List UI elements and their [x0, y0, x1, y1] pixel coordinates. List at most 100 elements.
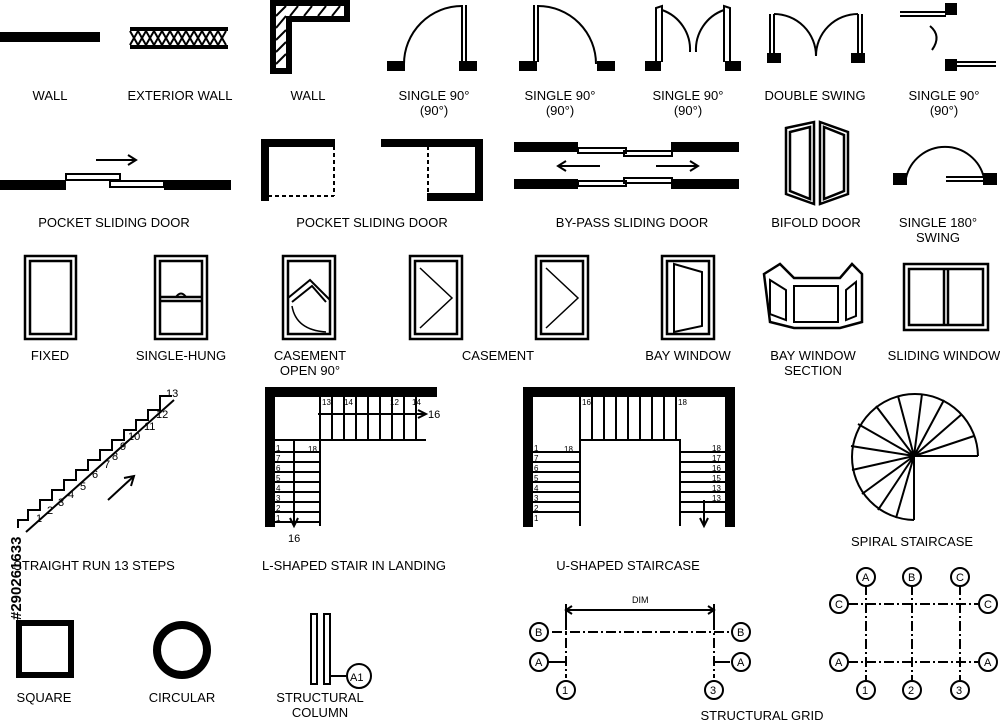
l-top-num: 14 — [412, 398, 421, 407]
label-bay-window: BAY WINDOW — [645, 348, 731, 363]
u-left-num: 1 — [534, 444, 539, 453]
label-sliding-window: SLIDING WINDOW — [887, 348, 1000, 363]
label-line: (90°) — [419, 103, 449, 118]
u-right-num: 16 — [712, 464, 721, 473]
u-right-num: 18 — [712, 444, 721, 453]
stair-num: 10 — [128, 431, 140, 443]
label-circular: CIRCULAR — [148, 690, 216, 705]
stair-num: 5 — [80, 481, 86, 493]
l-side-num: 4 — [276, 484, 281, 493]
stair-spiral — [850, 393, 979, 521]
label-line: SWING — [915, 230, 961, 245]
u-left-num: 4 — [534, 484, 539, 493]
l-top-num: 12 — [390, 398, 399, 407]
stair-u-shaped — [523, 387, 735, 529]
label-single-90-b: SINGLE 90°(90°) — [525, 88, 596, 118]
stair-num: 12 — [156, 409, 168, 421]
grid1-marker: B — [535, 627, 542, 639]
label-line: (90°) — [545, 103, 575, 118]
u-left-num: 6 — [534, 464, 539, 473]
u-right-num: 15 — [712, 474, 721, 483]
label-wall: WALL — [32, 88, 68, 103]
door-single-180 — [893, 145, 997, 185]
label-line: CASEMENT — [273, 348, 347, 363]
label-l-shaped: L-SHAPED STAIR IN LANDING — [262, 558, 446, 573]
label-line: (90°) — [673, 103, 703, 118]
label-square: SQUARE — [16, 690, 72, 705]
door-single-90-b — [519, 5, 615, 71]
label-line: SECTION — [784, 363, 842, 378]
u-left-num: 7 — [534, 454, 539, 463]
column-tag: A1 — [350, 672, 363, 684]
stair-num: 4 — [68, 489, 74, 501]
dim-label: DIM — [632, 595, 649, 605]
grid2-marker: 3 — [956, 685, 962, 697]
label-single-180: SINGLE 180°SWING — [899, 215, 977, 245]
window-bay-section — [762, 262, 864, 330]
l-side-num: 6 — [276, 464, 281, 473]
grid1-marker: A — [535, 657, 543, 669]
door-single-90-d — [900, 3, 996, 71]
stair-top-number: 13 — [166, 388, 178, 400]
label-double-swing: DOUBLE SWING — [764, 88, 866, 103]
column-circular — [153, 621, 211, 679]
label-structural-grid: STRUCTURAL GRID — [700, 708, 824, 723]
exterior-wall-symbol — [129, 27, 228, 49]
u-left-num: 2 — [534, 504, 539, 513]
label-line: BAY WINDOW — [770, 348, 856, 363]
wall-symbol — [0, 32, 100, 42]
label-line: SINGLE 180° — [898, 215, 978, 230]
stair-num: 6 — [92, 469, 98, 481]
structural-grid-2 — [829, 567, 998, 700]
l-side-num: 3 — [276, 494, 281, 503]
u-right-num: 17 — [712, 454, 721, 463]
stair-straight-run — [17, 395, 175, 533]
label-line: (90°) — [929, 103, 959, 118]
grid1-marker: 3 — [710, 685, 716, 697]
stair-num: 9 — [120, 441, 126, 453]
pocket-sliding-door-1 — [0, 154, 231, 190]
grid1-marker: B — [737, 627, 744, 639]
l-side-num: 2 — [276, 504, 281, 513]
window-bay — [660, 254, 716, 341]
grid2-marker: 2 — [908, 685, 914, 697]
u-left-top-num: 18 — [564, 445, 573, 454]
window-fixed — [23, 254, 78, 341]
bifold-door — [784, 120, 850, 206]
structural-column — [310, 613, 372, 689]
grid2-marker: A — [862, 572, 870, 584]
label-exterior-wall: EXTERIOR WALL — [127, 88, 233, 103]
l-side-num: 7 — [276, 454, 281, 463]
corner-wall-symbol — [270, 0, 350, 74]
stair-num: 1 — [36, 513, 42, 525]
window-casement-2 — [534, 254, 590, 341]
grid2-marker: C — [984, 599, 992, 611]
grid2-marker: C — [835, 599, 843, 611]
l-side-top-num: 18 — [308, 445, 317, 454]
label-line: OPEN 90° — [279, 363, 341, 378]
stair-num: 8 — [112, 451, 118, 463]
l-top-num: 13 — [322, 398, 331, 407]
grid2-marker: A — [984, 657, 992, 669]
label-single-90-d: SINGLE 90°(90°) — [909, 88, 980, 118]
column-square — [16, 620, 74, 678]
label-fixed: FIXED — [30, 348, 70, 363]
watermark-id: #290261633 — [8, 536, 25, 620]
stair-num: 3 — [58, 497, 64, 509]
label-bypass-sliding: BY-PASS SLIDING DOOR — [555, 215, 709, 230]
window-casement-1 — [408, 254, 464, 341]
l-landing-num: 16 — [428, 409, 440, 421]
label-line: SINGLE 90° — [908, 88, 980, 103]
label-straight-run: STRAIGHT RUN 13 STEPS — [13, 558, 175, 573]
grid2-marker: C — [956, 572, 964, 584]
u-left-num: 1 — [534, 514, 539, 523]
door-single-90-c — [645, 4, 741, 71]
window-sliding — [902, 262, 990, 332]
label-bifold: BIFOLD DOOR — [771, 215, 861, 230]
label-pocket-sliding-1: POCKET SLIDING DOOR — [38, 215, 190, 230]
window-single-hung — [153, 254, 209, 341]
